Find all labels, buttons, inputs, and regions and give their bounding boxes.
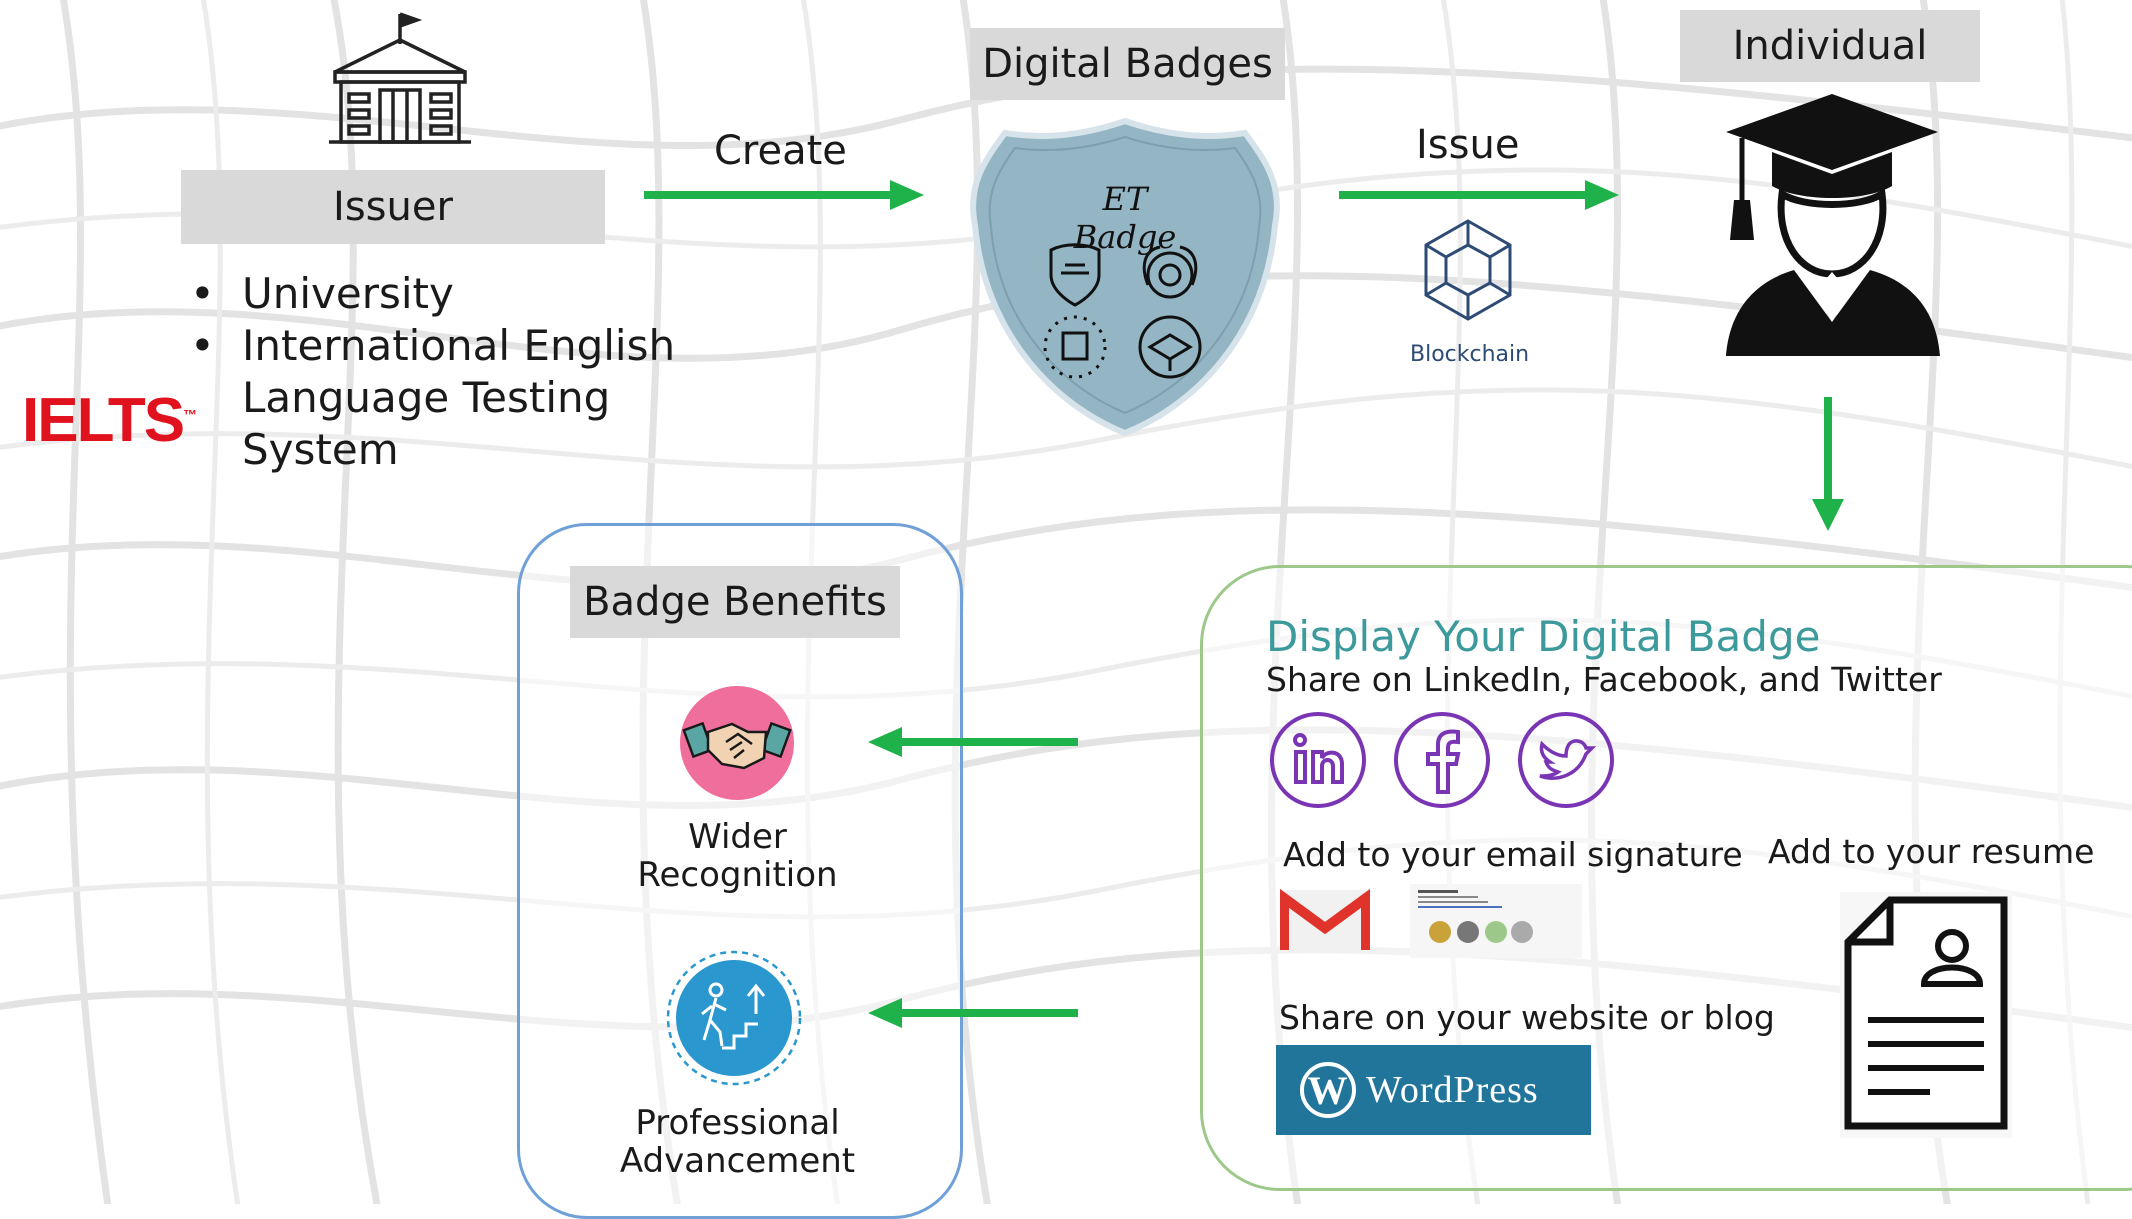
left-arrow-icon	[868, 998, 1078, 1028]
benefit-advancement-line2: Advancement	[619, 1141, 856, 1181]
badge-benefits-title: Badge Benefits	[570, 566, 900, 638]
issuer-label: Issuer	[181, 170, 605, 244]
benefit-advancement-line1: Professional	[635, 1103, 840, 1143]
blockchain-label: Blockchain	[1410, 342, 1530, 367]
individual-label: Individual	[1680, 10, 1980, 82]
create-arrow-icon	[644, 180, 924, 210]
left-arrow-icon	[868, 727, 1078, 757]
benefit-advancement: Professional Advancement	[600, 1104, 875, 1180]
down-arrow-icon	[1812, 397, 1844, 531]
email-signature-label: Add to your email signature	[1283, 835, 1743, 874]
linkedin-icon[interactable]	[1268, 710, 1368, 810]
handshake-icon	[680, 686, 794, 800]
display-subtitle: Share on LinkedIn, Facebook, and Twitter	[1266, 660, 1942, 699]
gmail-icon	[1280, 888, 1370, 952]
badge-text: ET Badge	[1073, 180, 1177, 256]
benefit-recognition: Wider Recognition	[600, 818, 875, 894]
bullet-text: University	[242, 269, 454, 318]
bullet-item: •International English Language Testing …	[190, 320, 682, 476]
ielts-logo-tm: ™	[183, 406, 198, 423]
wordpress-mark-icon: W	[1300, 1062, 1356, 1118]
benefit-recognition-line1: Wider	[688, 817, 787, 857]
graduate-icon	[1726, 94, 1940, 356]
blockchain-icon	[1424, 219, 1512, 321]
issue-arrow-icon	[1339, 180, 1619, 210]
resume-label: Add to your resume	[1768, 832, 2095, 871]
issue-label: Issue	[1416, 122, 1520, 168]
badge-shield-icon	[970, 117, 1280, 437]
badge-benefits-panel	[517, 523, 963, 1219]
bullet-text: International English Language Testing S…	[242, 321, 676, 474]
email-signature-preview-icon	[1410, 884, 1582, 958]
benefit-recognition-line2: Recognition	[637, 855, 838, 895]
ielts-logo-text: IELTS	[22, 386, 185, 455]
display-title: Display Your Digital Badge	[1266, 612, 1821, 661]
ielts-logo: IELTS™	[22, 385, 197, 456]
career-stairs-icon	[666, 950, 802, 1086]
wordpress-logo: W WordPress	[1276, 1045, 1591, 1135]
digital-badges-label: Digital Badges	[970, 28, 1285, 100]
issuer-bullet-list: •University •International English Langu…	[190, 268, 682, 476]
resume-icon	[1840, 892, 2012, 1138]
bullet-item: •University	[190, 269, 454, 318]
facebook-icon[interactable]	[1392, 710, 1492, 810]
website-blog-label: Share on your website or blog	[1279, 998, 1775, 1037]
twitter-icon[interactable]	[1516, 710, 1616, 810]
building-icon	[329, 12, 471, 144]
create-label: Create	[714, 128, 847, 174]
wordpress-text: WordPress	[1366, 1069, 1539, 1111]
